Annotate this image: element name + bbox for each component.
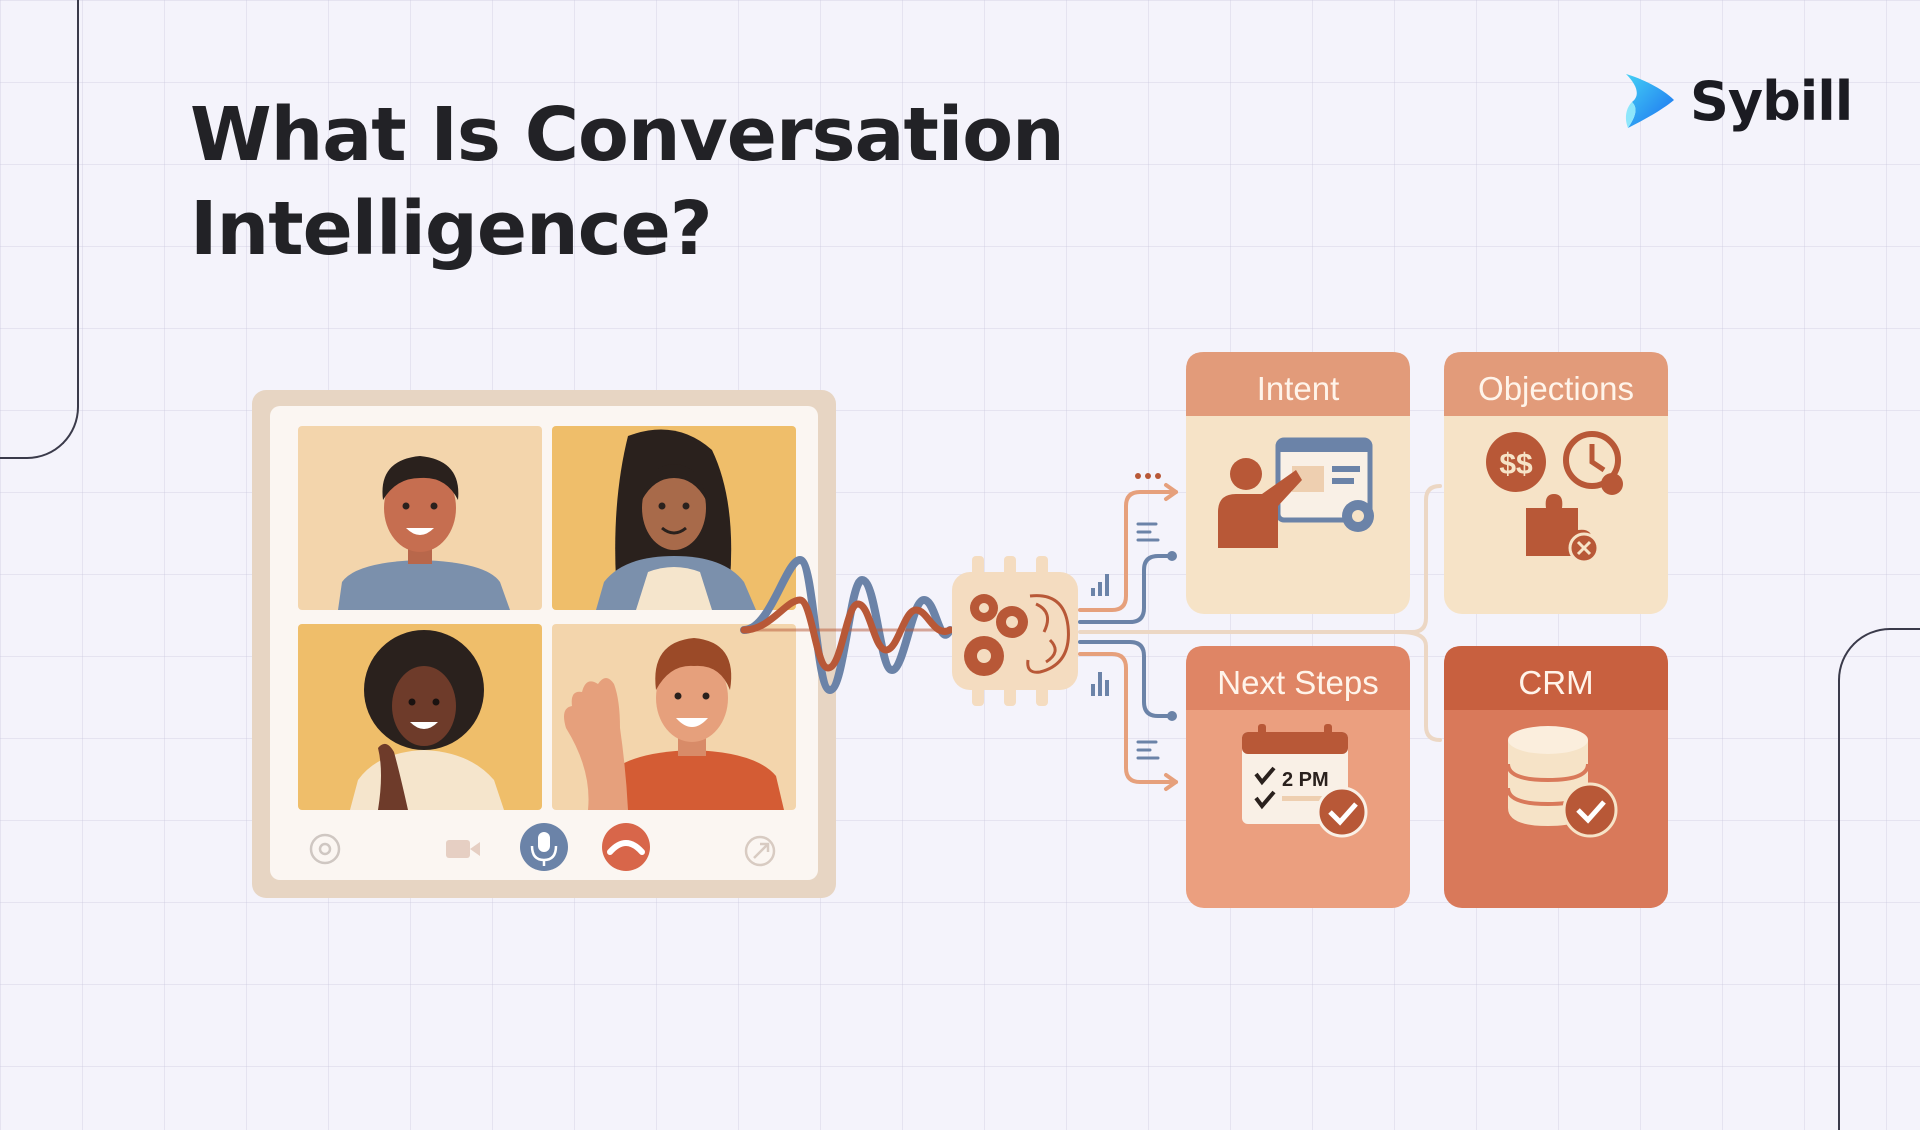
crm-card-title: CRM xyxy=(1518,664,1593,701)
page-title: What Is Conversation Intelligence? xyxy=(190,88,1065,276)
next-steps-card: Next Steps 2 PM xyxy=(1186,646,1410,908)
participant-tile-1 xyxy=(298,426,542,610)
screen-share-icon[interactable] xyxy=(744,835,776,867)
sound-wave-icon xyxy=(740,555,954,695)
camera-icon[interactable] xyxy=(446,840,480,858)
database-icon xyxy=(1506,726,1618,838)
intent-card: Intent xyxy=(1186,352,1410,614)
participant-tile-4 xyxy=(552,624,796,810)
next-steps-card-title: Next Steps xyxy=(1217,664,1378,701)
call-control-bar xyxy=(309,823,776,871)
ai-brain-processor-icon xyxy=(952,556,1078,706)
flow-connectors xyxy=(1078,473,1442,791)
money-icon-text: $$ xyxy=(1499,448,1533,481)
clock-icon xyxy=(1563,431,1623,495)
title-line-1: What Is Conversation xyxy=(190,92,1065,178)
logo-text: Sybill xyxy=(1690,69,1853,133)
sybill-logo: Sybill xyxy=(1618,66,1853,136)
participant-tile-2 xyxy=(552,426,796,610)
participant-tile-3 xyxy=(298,624,542,810)
sybill-logo-mark-icon xyxy=(1625,74,1674,128)
conversation-intelligence-diagram: Intent Objections $$ xyxy=(252,352,1668,908)
corner-frame-bottom-right xyxy=(1838,628,1920,1130)
calendar-icon: 2 PM xyxy=(1242,724,1368,838)
presentation-icon xyxy=(1218,437,1374,548)
video-call-window xyxy=(252,390,836,898)
objections-card-title: Objections xyxy=(1478,370,1634,407)
microphone-button[interactable] xyxy=(520,823,568,871)
money-icon: $$ xyxy=(1486,432,1546,492)
calendar-time-text: 2 PM xyxy=(1282,769,1329,791)
puzzle-icon xyxy=(1526,494,1600,564)
end-call-button[interactable] xyxy=(602,823,650,871)
objections-card: Objections $$ xyxy=(1444,352,1668,614)
title-line-2: Intelligence? xyxy=(190,186,713,272)
crm-card: CRM xyxy=(1444,646,1668,908)
record-icon[interactable] xyxy=(309,833,341,865)
intent-card-title: Intent xyxy=(1257,370,1340,407)
